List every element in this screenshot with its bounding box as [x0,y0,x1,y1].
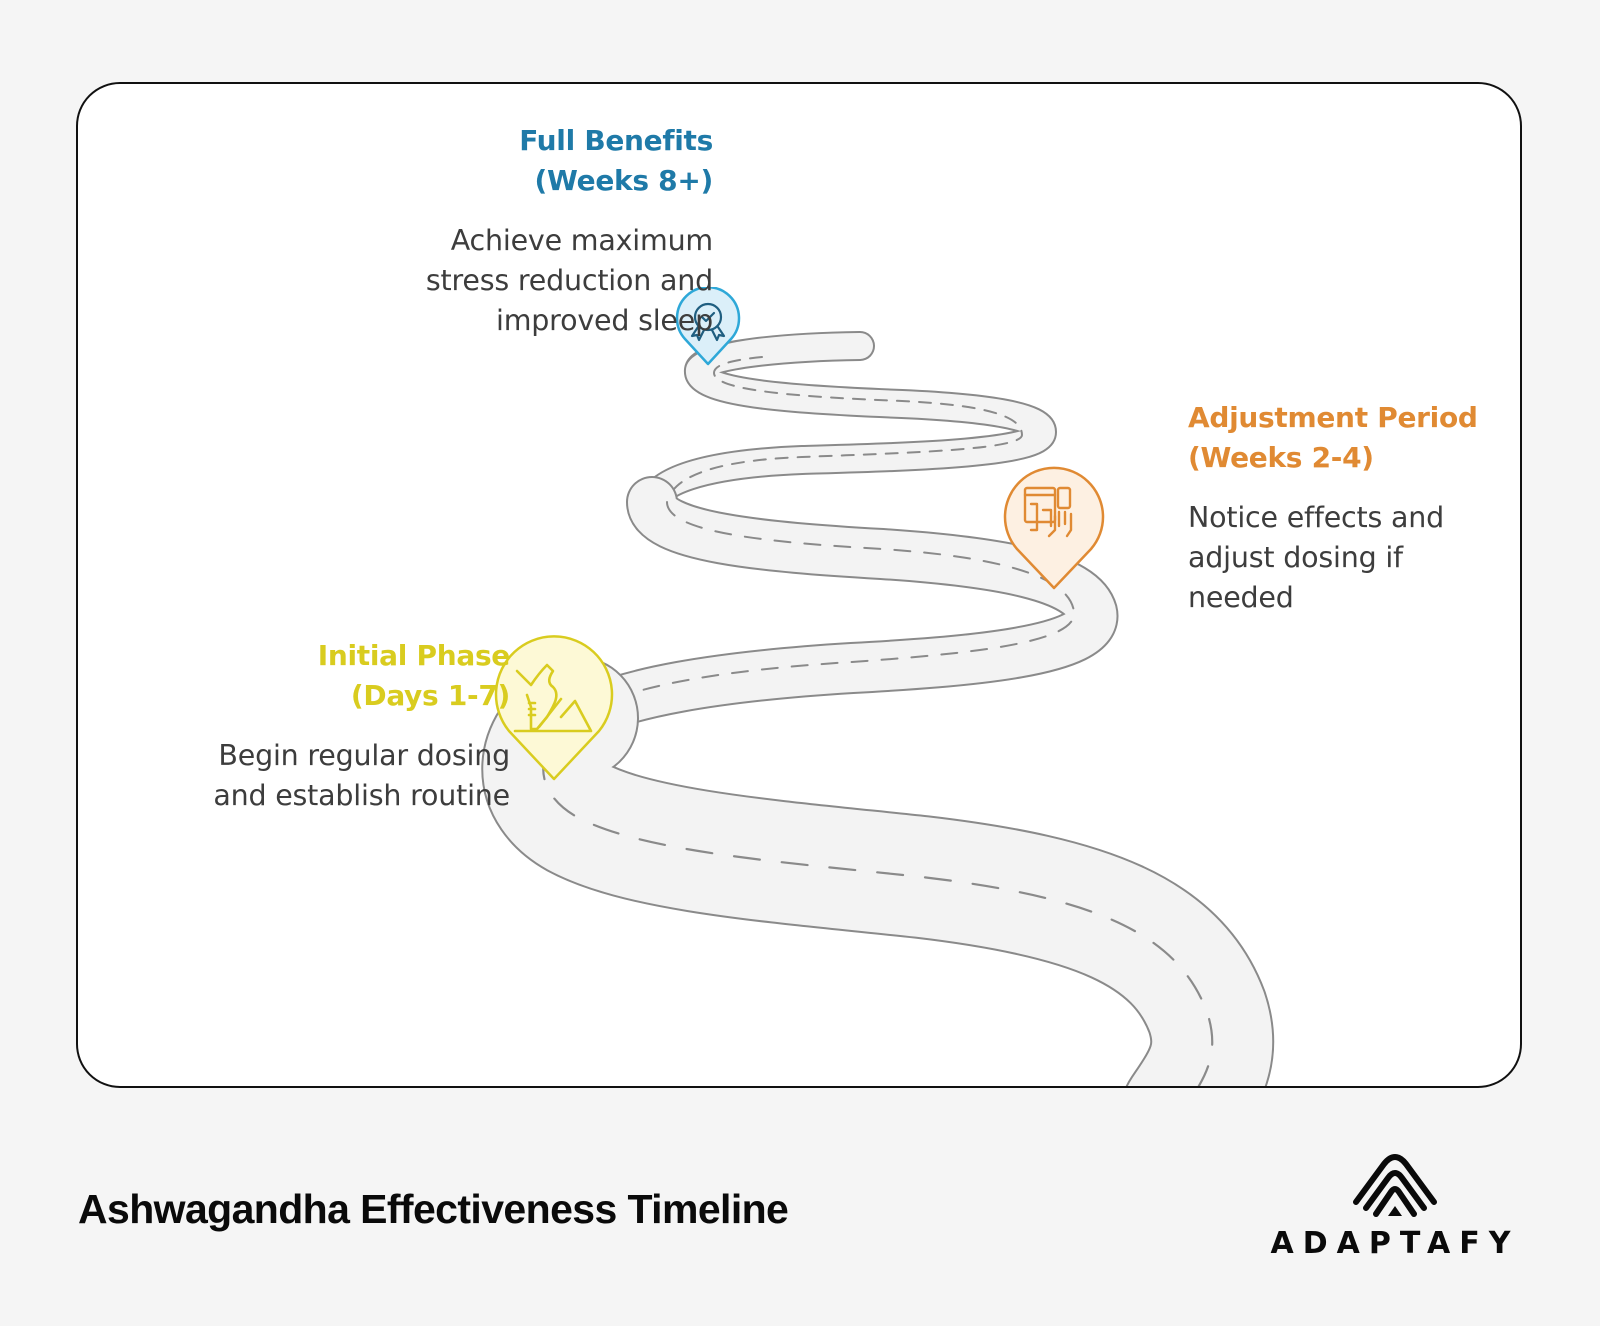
stage-subtitle: (Days 1-7) [350,679,510,712]
brand-logo: ADAPTAFY [1270,1150,1520,1261]
stage-description: Achieve maximum stress reduction and imp… [425,224,713,337]
stage-subtitle: (Weeks 8+) [534,164,714,197]
stage-subtitle: (Weeks 2-4) [1188,441,1374,474]
stage-title: Full Benefits [519,124,713,157]
adjustment-period-pin [1003,466,1105,590]
diagram-card: Full Benefits (Weeks 8+) Achieve maximum… [76,82,1522,1088]
stage-full-benefits: Full Benefits (Weeks 8+) Achieve maximum… [298,121,713,341]
stage-adjustment-period: Adjustment Period (Weeks 2-4) Notice eff… [1188,398,1518,618]
running-shoe-icon [513,663,593,733]
page-title: Ashwagandha Effectiveness Timeline [78,1186,789,1232]
initial-phase-pin [494,635,614,781]
devices-touch-icon [1023,486,1073,538]
brand-name: ADAPTAFY [1270,1226,1520,1261]
adaptafy-logo-icon [1353,1154,1437,1217]
stage-title: Initial Phase [317,639,511,672]
full-benefits-pin [675,287,741,366]
award-badge-icon [690,302,726,342]
stage-description: Begin regular dosing and establish routi… [213,739,510,812]
stage-description: Notice effects and adjust dosing if need… [1188,501,1445,614]
stage-initial-phase: Initial Phase (Days 1-7) Begin regular d… [100,636,510,816]
winding-road [481,331,1275,1086]
stage-title: Adjustment Period [1188,401,1478,434]
